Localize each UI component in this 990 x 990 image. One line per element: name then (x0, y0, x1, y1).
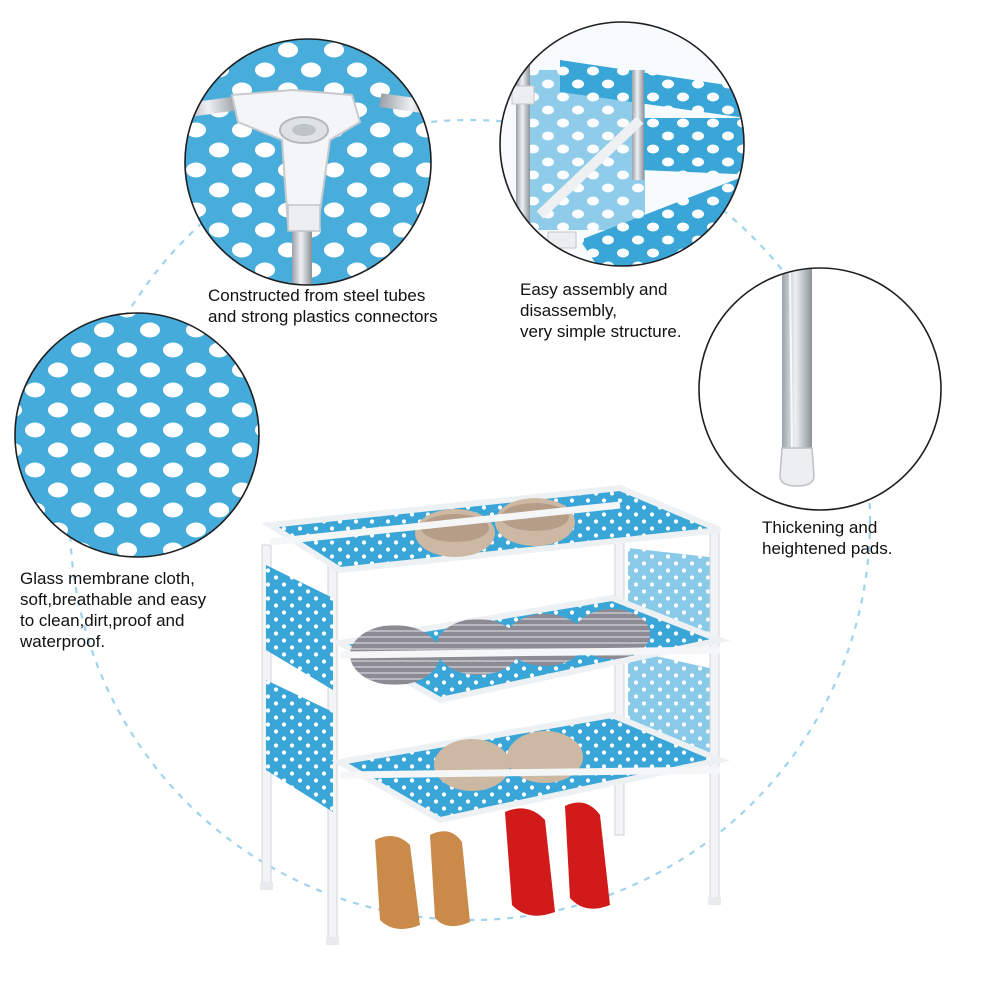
shoe-rack-photo (260, 484, 731, 945)
fabric-closeup (14, 312, 260, 558)
assembly-closeup (499, 21, 745, 267)
callout-steel-connectors: Constructed from steel tubes and strong … (208, 286, 438, 326)
callout-membrane-cloth: Glass membrane cloth, soft,breathable an… (20, 569, 207, 651)
dashed-guide-ring (68, 118, 872, 922)
callout-easy-assembly: Easy assembly and disassembly, very simp… (520, 280, 682, 341)
tube-pad-closeup (698, 267, 942, 511)
connector-closeup (184, 38, 432, 286)
callout-thickening-pads: Thickening and heightened pads. (762, 518, 893, 558)
